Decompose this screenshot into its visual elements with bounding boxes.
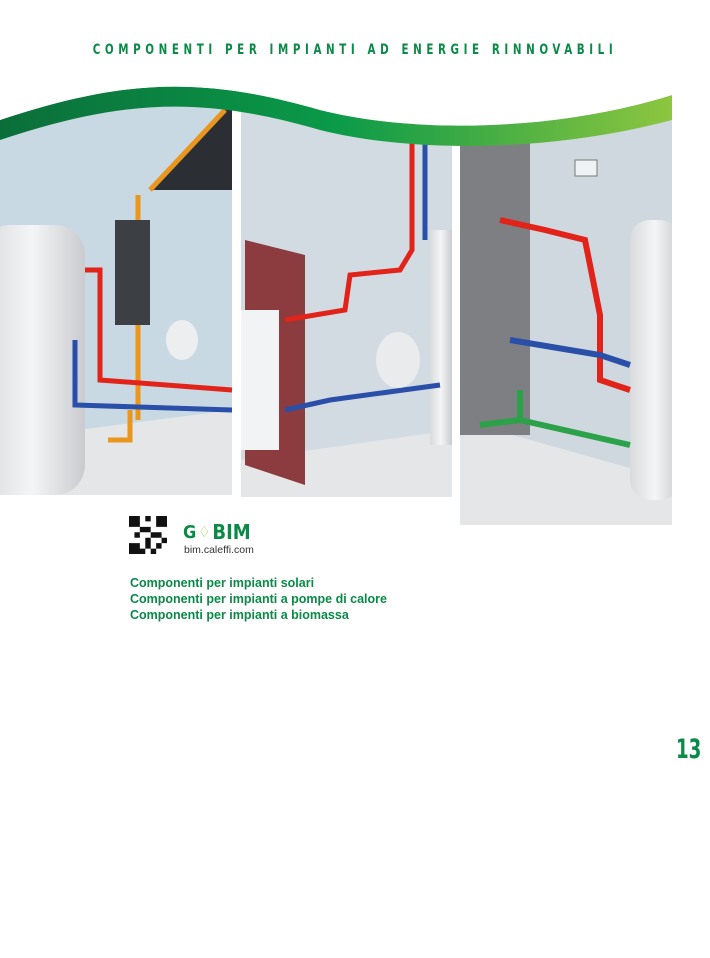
section-item: Componenti per impianti a biomassa: [130, 608, 349, 622]
diamond-icon: ♢: [198, 523, 211, 541]
section-list: Componenti per impianti solari Component…: [130, 575, 387, 623]
section-item: Componenti per impianti solari: [130, 576, 315, 590]
bim-logo-text: BIM: [212, 520, 251, 544]
page-number: 13: [676, 734, 702, 765]
qr-code[interactable]: [129, 516, 167, 554]
caleffi-mark-icon: G: [183, 521, 197, 543]
installation-illustrations: [0, 80, 672, 525]
heat-pump-illustration: [241, 105, 452, 497]
solar-panel-illustration: [0, 100, 233, 495]
green-wave-band: [0, 86, 672, 147]
page-header-title: COMPONENTI PER IMPIANTI AD ENERGIE RINNO…: [92, 42, 618, 58]
bim-url-link[interactable]: bim.caleffi.com: [184, 544, 254, 556]
section-item: Componenti per impianti a pompe di calor…: [130, 592, 387, 606]
bim-logo[interactable]: G ♢ BIM: [183, 520, 251, 544]
biomass-illustration: [460, 115, 672, 525]
